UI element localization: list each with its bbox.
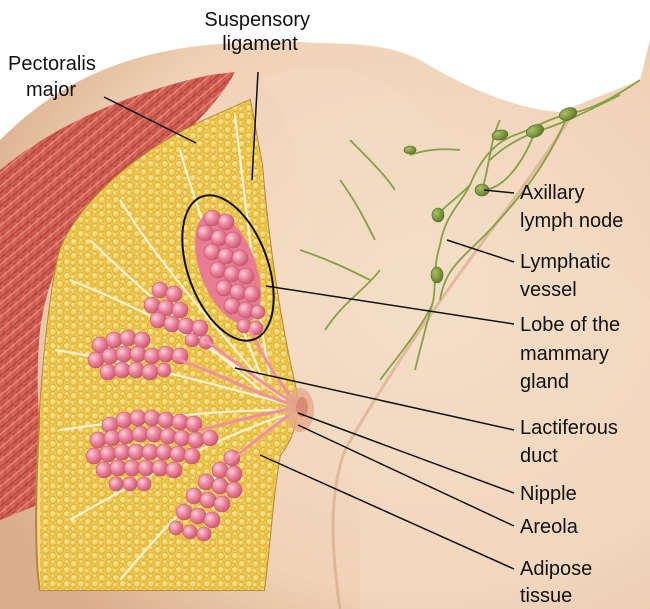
label-nipple: Nipple — [520, 483, 577, 505]
label-areola: Areola — [520, 516, 579, 538]
